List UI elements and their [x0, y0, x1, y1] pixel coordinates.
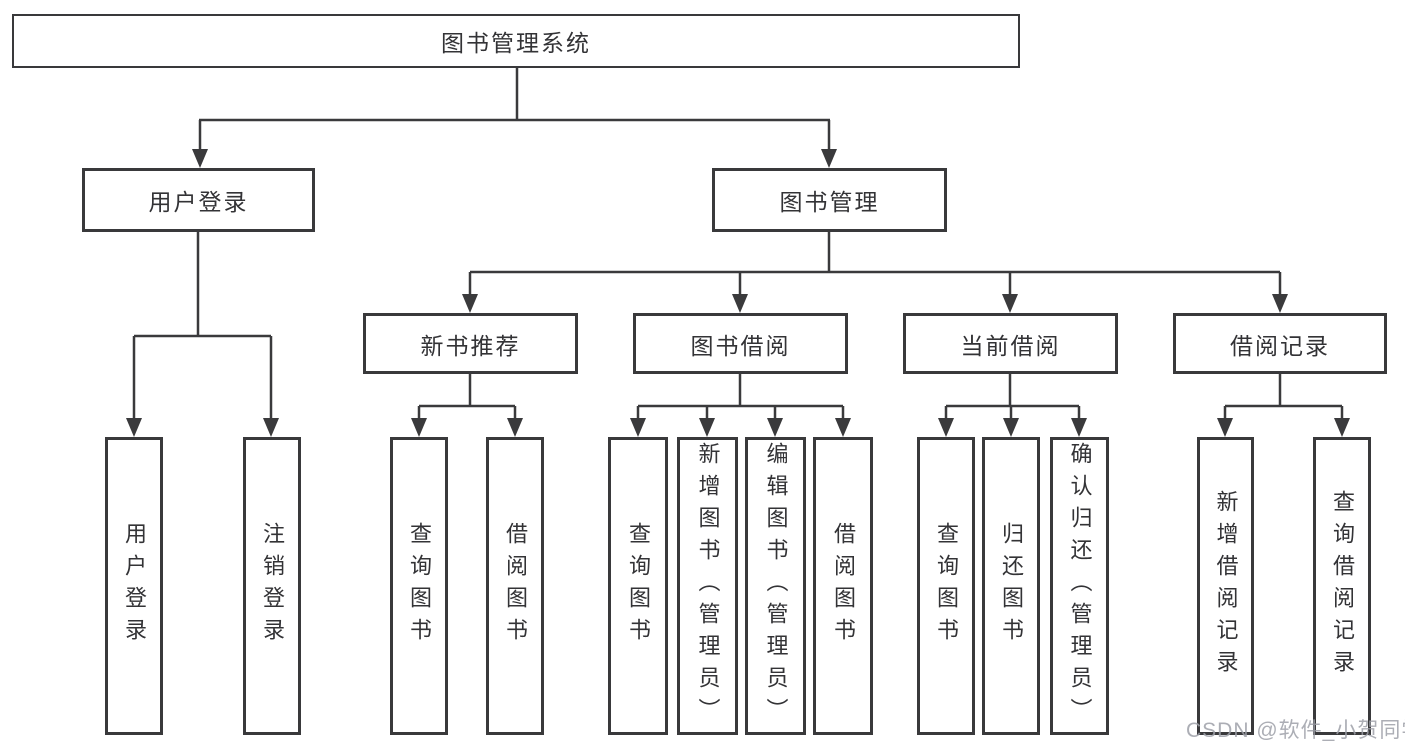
leaf-query-books-borrow: 查询图书: [608, 437, 668, 735]
leaf-confirm-return-admin: 确认归还（管理员）: [1050, 437, 1109, 735]
node-label: 用户登录: [148, 189, 249, 215]
leaf-edit-books-admin: 编辑图书（管理员）: [745, 437, 806, 735]
leaf-query-borrow-record: 查询借阅记录: [1313, 437, 1371, 735]
node-label: 新增借阅记录: [1213, 490, 1239, 682]
leaf-add-borrow-record: 新增借阅记录: [1197, 437, 1254, 735]
node-book-borrowing: 图书借阅: [633, 313, 848, 374]
node-label: 图书管理: [779, 189, 880, 215]
node-label: 注销登录: [260, 522, 285, 650]
leaf-query-books-current: 查询图书: [917, 437, 975, 735]
node-label: 借阅图书: [503, 522, 528, 650]
node-label: 新书推荐: [420, 332, 521, 359]
node-current-borrowing: 当前借阅: [903, 313, 1118, 374]
node-label: 查询图书: [407, 522, 432, 650]
node-label: 编辑图书（管理员）: [763, 442, 789, 730]
node-label: 用户登录: [122, 522, 147, 650]
node-borrowing-records: 借阅记录: [1173, 313, 1387, 374]
leaf-return-books: 归还图书: [982, 437, 1040, 735]
leaf-borrow-books-recommend: 借阅图书: [486, 437, 544, 735]
csdn-watermark: CSDN @软件_小贺同学: [1186, 719, 1405, 742]
node-label: 归还图书: [999, 522, 1024, 650]
node-library-system: 图书管理系统: [12, 14, 1020, 68]
node-label: 借阅记录: [1230, 332, 1330, 359]
node-label: 借阅图书: [831, 522, 856, 650]
node-label: 查询图书: [626, 522, 651, 650]
node-label: 查询借阅记录: [1330, 490, 1355, 682]
node-book-management: 图书管理: [712, 168, 947, 232]
node-label: 图书管理系统: [441, 30, 591, 56]
leaf-query-books-recommend: 查询图书: [390, 437, 448, 735]
node-label: 图书借阅: [690, 332, 791, 359]
node-user-login: 用户登录: [82, 168, 315, 232]
node-label: 确认归还（管理员）: [1067, 442, 1093, 730]
node-new-book-recommend: 新书推荐: [363, 313, 578, 374]
node-label: 当前借阅: [960, 332, 1061, 359]
leaf-add-books-admin: 新增图书（管理员）: [677, 437, 738, 735]
node-label: 新增图书（管理员）: [695, 442, 721, 730]
node-label: 查询图书: [934, 522, 959, 650]
leaf-borrow-books: 借阅图书: [813, 437, 873, 735]
leaf-logout: 注销登录: [243, 437, 301, 735]
leaf-user-login: 用户登录: [105, 437, 163, 735]
